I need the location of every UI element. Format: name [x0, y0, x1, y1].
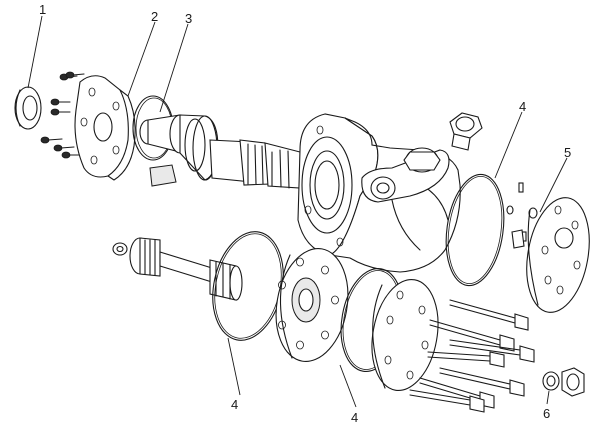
- output-shaft: [139, 114, 301, 189]
- callout-2: 2: [151, 9, 158, 24]
- gerotor-set: [275, 247, 349, 363]
- o-ring-rear: [445, 173, 505, 287]
- callout-4-left: 4: [231, 397, 238, 412]
- flange-bolts: [40, 71, 85, 159]
- leader-3: [159, 23, 189, 113]
- leader-1: [27, 15, 43, 89]
- leader-4a: [494, 111, 523, 179]
- callout-4-top: 4: [519, 99, 526, 114]
- callout-5: 5: [564, 145, 571, 160]
- front-flange-plate: [74, 75, 136, 181]
- thrust-washer: [112, 242, 128, 256]
- port-plug: [361, 147, 450, 203]
- seal-ring: [14, 86, 42, 130]
- end-cap: [526, 197, 590, 313]
- assembly-bolts: [409, 299, 535, 413]
- leader-4c: [339, 364, 357, 408]
- valve-plate: [371, 279, 439, 391]
- callout-6: 6: [543, 406, 550, 421]
- callout-1: 1: [39, 2, 46, 17]
- leader-6: [546, 390, 550, 405]
- hex-plug: [449, 112, 483, 151]
- leader-4b: [227, 337, 241, 396]
- leader-2: [127, 21, 156, 97]
- drain-plug: [542, 367, 585, 397]
- callout-3: 3: [185, 11, 192, 26]
- pins-and-seals: [506, 182, 538, 249]
- callout-4-center: 4: [351, 410, 358, 425]
- drive-shaft: [129, 237, 243, 301]
- leader-5: [539, 157, 568, 213]
